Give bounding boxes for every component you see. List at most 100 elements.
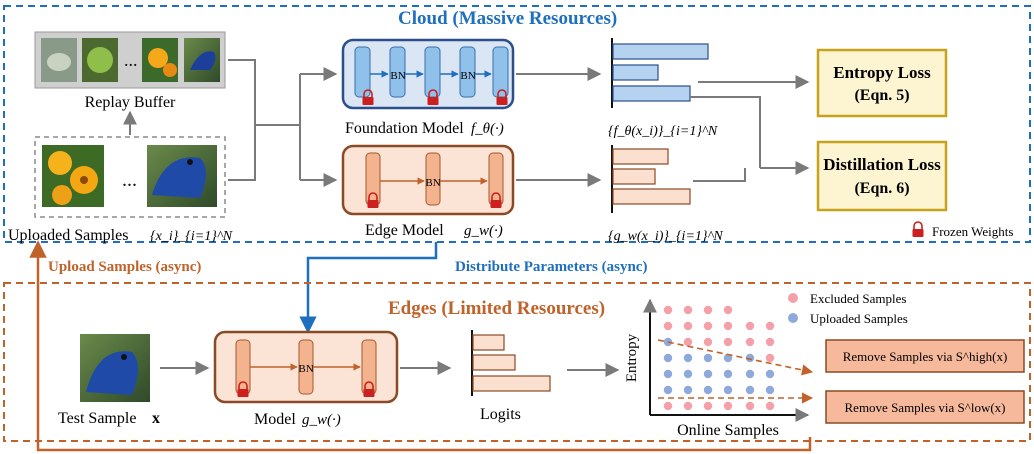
excluded-sample-dot xyxy=(765,353,775,363)
uploaded-sample-dot xyxy=(663,353,673,363)
excluded-sample-dot xyxy=(765,321,775,331)
uploaded-sample-dot xyxy=(745,385,755,395)
connector-outputs-to-losses xyxy=(690,75,810,182)
svg-text:g_w(·): g_w(·) xyxy=(464,223,503,239)
upload-arrow xyxy=(29,240,812,452)
edge-output-bars xyxy=(611,145,691,213)
excluded-sample-dot xyxy=(683,321,693,331)
svg-text:BN: BN xyxy=(390,70,405,82)
excluded-sample-dot xyxy=(683,401,693,411)
edge-model: BN xyxy=(213,330,399,404)
excluded-sample-dot xyxy=(745,401,755,411)
logits-label: Logits xyxy=(480,406,521,423)
uploaded-sample-dot xyxy=(663,369,673,379)
uploaded-sample-dot xyxy=(703,385,713,395)
foundation-model: BN BN xyxy=(341,38,515,110)
connector-samples-to-models xyxy=(228,59,338,187)
svg-text:Remove Samples via S^high(x): Remove Samples via S^high(x) xyxy=(843,349,1008,364)
uploaded-sample-dot xyxy=(723,353,733,363)
uploaded-sample-dot xyxy=(765,385,775,395)
replay-buffer-label: Replay Buffer xyxy=(85,94,176,111)
svg-text:(Eqn. 6): (Eqn. 6) xyxy=(854,180,909,197)
excluded-sample-dot xyxy=(723,337,733,347)
svg-text:f_θ(·): f_θ(·) xyxy=(471,121,504,137)
y-axis-label: Entropy xyxy=(624,333,640,382)
svg-text:g_w(·): g_w(·) xyxy=(302,412,341,428)
foundation-output-caption: {f_θ(x_i)}_{i=1}^N xyxy=(608,124,718,139)
svg-text:Foundation Model: Foundation Model xyxy=(345,120,464,137)
uploaded-samples-box: ... xyxy=(34,136,226,218)
foundation-model-caption: Foundation Model f_θ(·) xyxy=(345,120,504,137)
excluded-sample-dot xyxy=(703,337,713,347)
svg-text:{x_i}_{i=1}^N: {x_i}_{i=1}^N xyxy=(150,229,233,244)
test-sample-image xyxy=(80,334,150,402)
excluded-sample-dot xyxy=(723,321,733,331)
excluded-sample-dot xyxy=(765,401,775,411)
uploaded-sample-dot xyxy=(663,385,673,395)
foundation-output-bars xyxy=(611,38,709,108)
edge-output-caption: {g_w(x_i)}_{i=1}^N xyxy=(608,229,723,244)
excluded-sample-dot xyxy=(683,337,693,347)
distillation-loss-box: Distillation Loss (Eqn. 6) xyxy=(816,140,948,212)
edge-model-caption: Edge Model g_w(·) xyxy=(365,222,503,239)
high-threshold-line xyxy=(657,339,814,376)
excluded-sample-dot xyxy=(745,337,755,347)
uploaded-sample-dot xyxy=(765,369,775,379)
lock-icon xyxy=(911,221,925,238)
svg-text:Model: Model xyxy=(254,411,296,428)
uploaded-sample-dot xyxy=(683,385,693,395)
excluded-sample-dot xyxy=(663,401,673,411)
svg-text:Distillation Loss: Distillation Loss xyxy=(823,155,941,174)
distribute-parameters-label: Distribute Parameters (async) xyxy=(455,259,647,275)
edge-title: Edges (Limited Resources) xyxy=(388,298,605,319)
uploaded-sample-dot xyxy=(703,369,713,379)
remove-high-box: Remove Samples via S^high(x) xyxy=(825,339,1025,373)
logits-bars xyxy=(471,330,551,396)
edge-region xyxy=(3,282,1031,442)
test-sample-caption: Test Sample x xyxy=(58,410,160,427)
replay-buffer: ... xyxy=(34,31,226,89)
svg-text:...: ... xyxy=(122,169,137,191)
uploaded-samples-caption: Uploaded Samples {x_i}_{i=1}^N xyxy=(8,227,233,244)
uploaded-sample-dot xyxy=(723,369,733,379)
cloud-region xyxy=(3,5,1031,243)
excluded-sample-dot xyxy=(723,401,733,411)
uploaded-sample-dot xyxy=(745,353,755,363)
svg-text:Test Sample: Test Sample xyxy=(58,410,136,427)
uploaded-sample-dot xyxy=(683,369,693,379)
frozen-weights-legend: Frozen Weights xyxy=(911,221,1013,239)
svg-text:Uploaded Samples: Uploaded Samples xyxy=(810,311,908,326)
excluded-sample-dot xyxy=(745,321,755,331)
distribute-arrow xyxy=(299,242,438,334)
svg-text:BN: BN xyxy=(298,363,313,375)
upload-samples-label: Upload Samples (async) xyxy=(48,259,201,275)
svg-text:Frozen Weights: Frozen Weights xyxy=(932,224,1013,239)
excluded-sample-dot xyxy=(723,305,733,315)
entropy-loss-box: Entropy Loss (Eqn. 5) xyxy=(816,48,948,118)
x-axis-label: Online Samples xyxy=(677,422,779,439)
excluded-sample-dot xyxy=(683,305,693,315)
svg-text:Entropy Loss: Entropy Loss xyxy=(833,63,931,82)
svg-text:(Eqn. 5): (Eqn. 5) xyxy=(854,87,909,104)
svg-text:Edge Model: Edge Model xyxy=(365,222,444,239)
excluded-sample-dot xyxy=(703,401,713,411)
uploaded-sample-dot xyxy=(745,369,755,379)
uploaded-sample-dot xyxy=(703,353,713,363)
edge-model-cloud: BN xyxy=(341,144,515,216)
svg-text:Uploaded Samples: Uploaded Samples xyxy=(8,227,128,244)
excluded-sample-dot xyxy=(663,321,673,331)
uploaded-sample-dot xyxy=(723,385,733,395)
svg-text:x: x xyxy=(152,410,160,427)
cloud-title: Cloud (Massive Resources) xyxy=(398,8,617,29)
uploaded-sample-dot xyxy=(683,353,693,363)
svg-text:Remove Samples via S^low(x): Remove Samples via S^low(x) xyxy=(845,400,1006,415)
edge-model-label: Model g_w(·) xyxy=(254,411,341,428)
svg-text:...: ... xyxy=(124,50,138,70)
excluded-sample-dot xyxy=(663,305,673,315)
remove-low-box: Remove Samples via S^low(x) xyxy=(825,390,1025,424)
svg-text:Excluded Samples: Excluded Samples xyxy=(810,291,906,306)
excluded-sample-dot xyxy=(703,321,713,331)
excluded-sample-dot xyxy=(765,337,775,347)
entropy-legend: Excluded Samples Uploaded Samples xyxy=(788,291,908,326)
